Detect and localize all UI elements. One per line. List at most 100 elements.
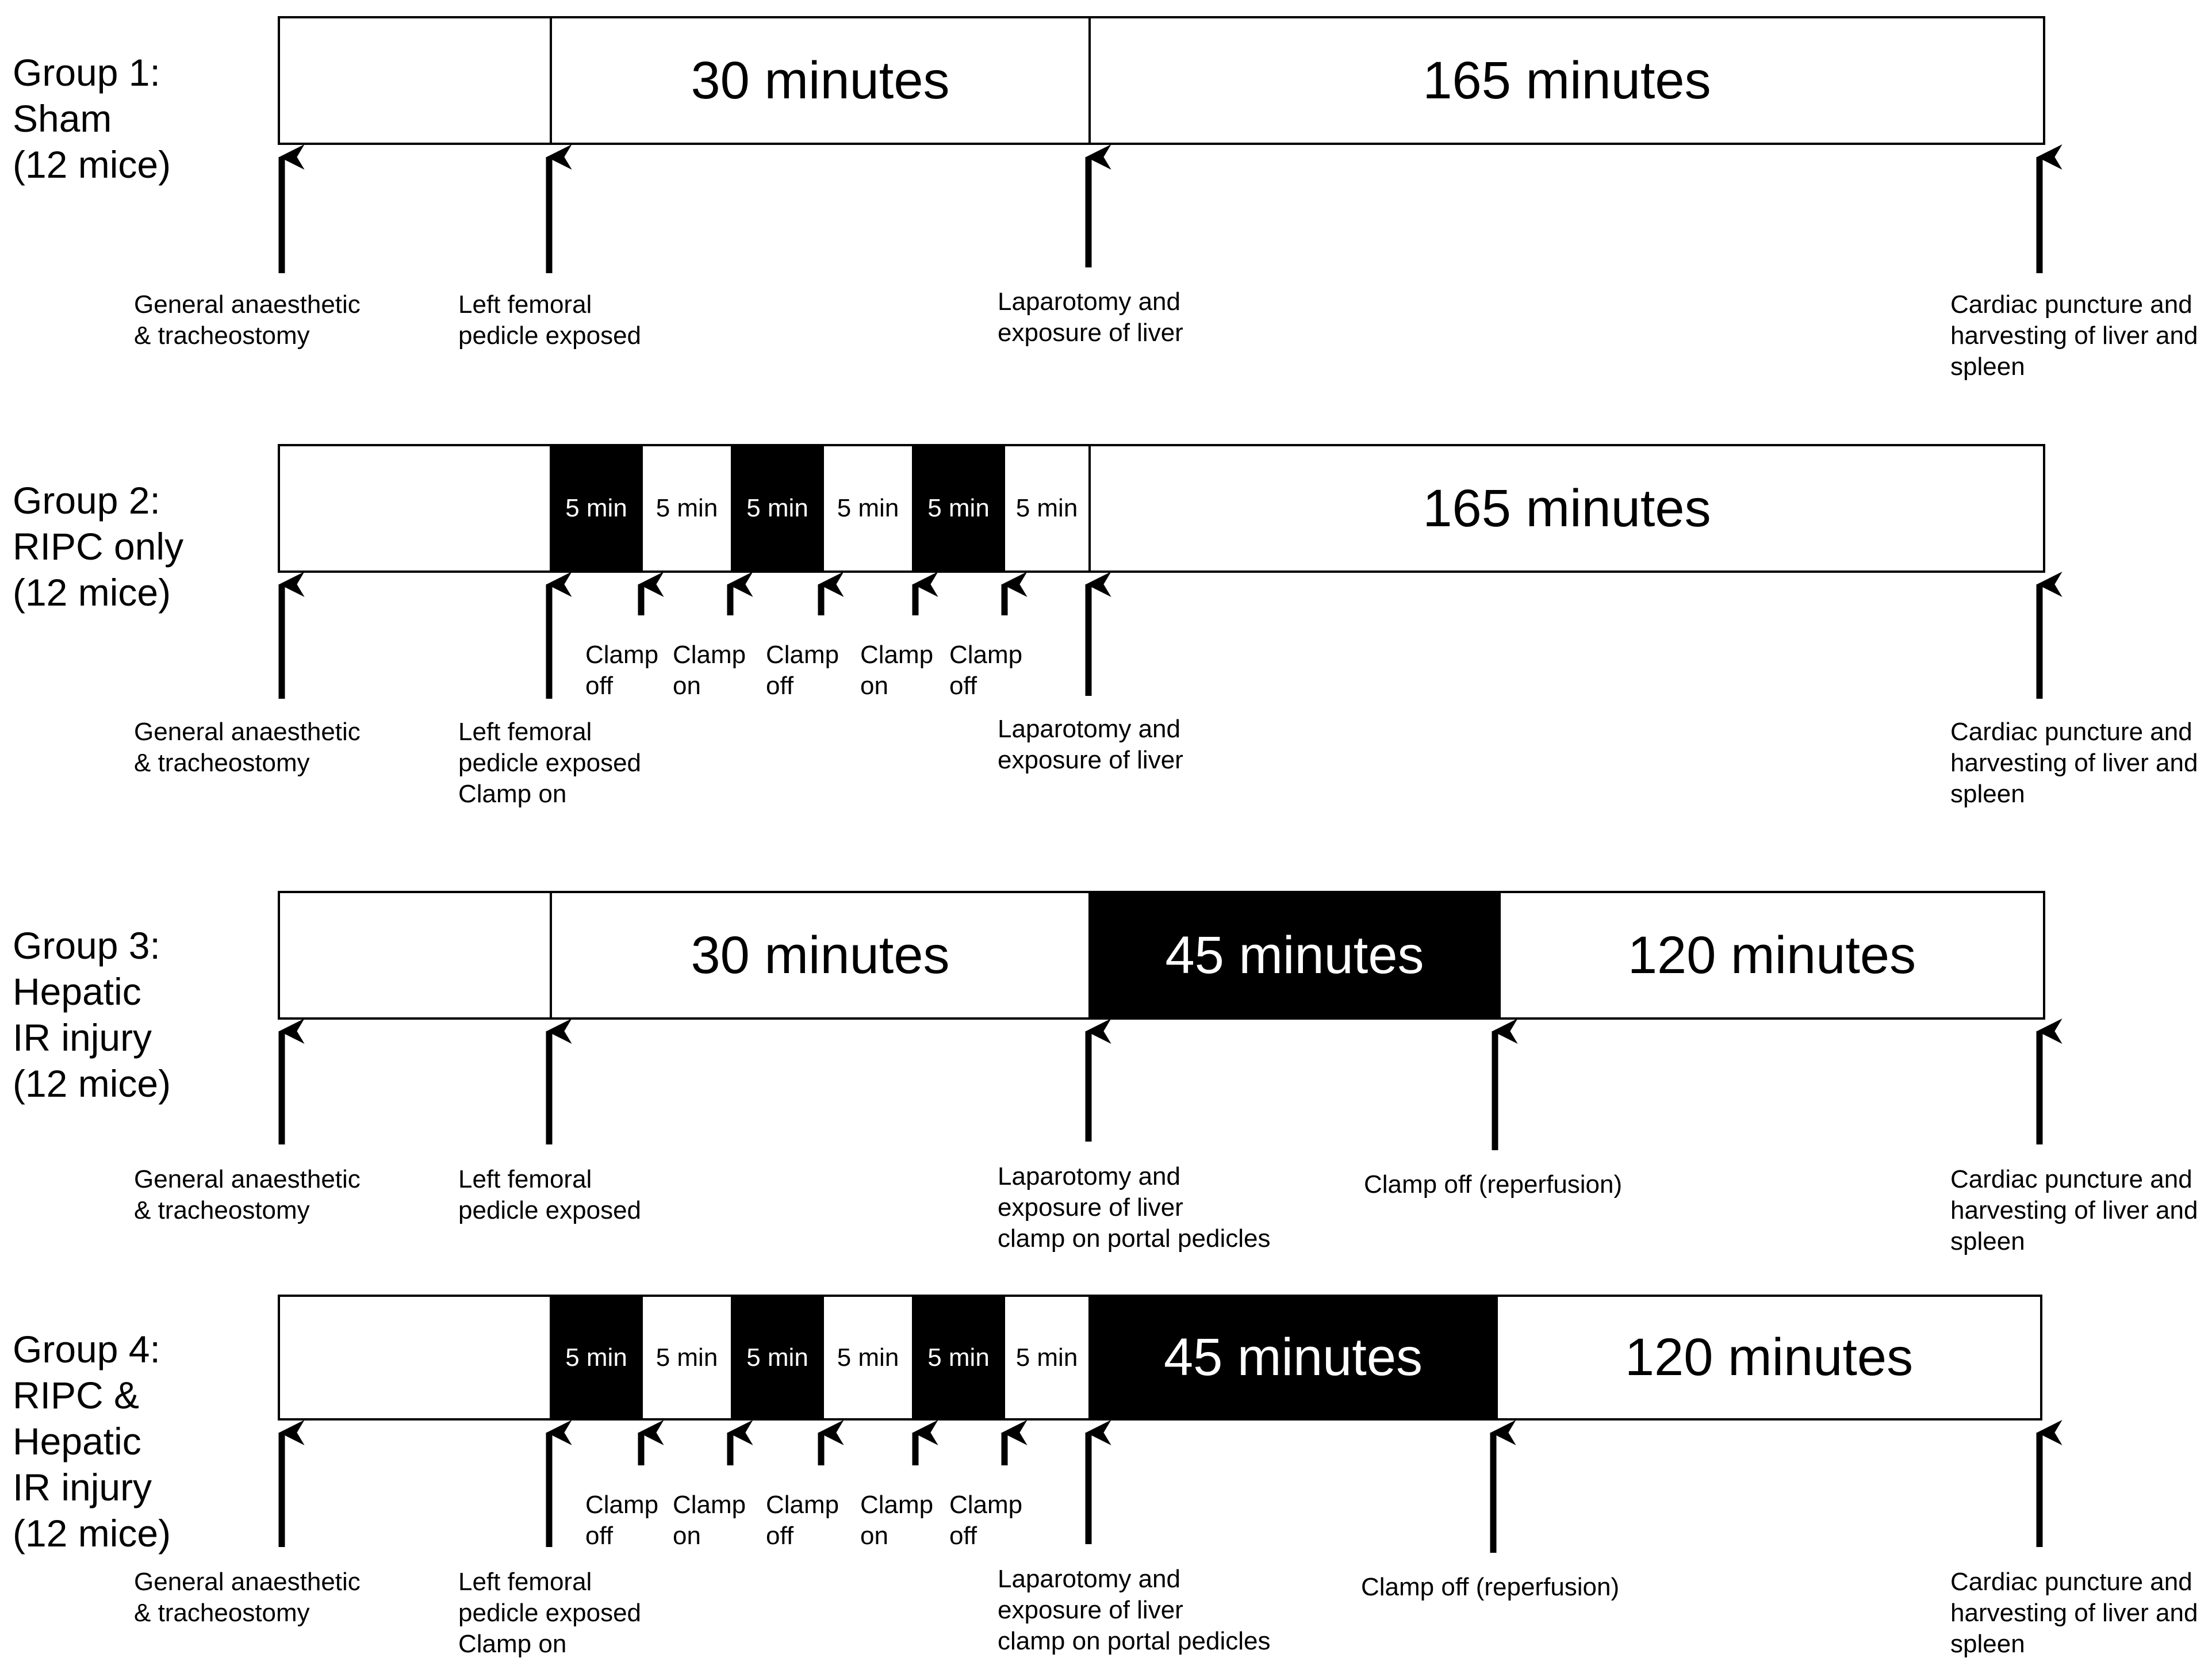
event-label-line: Left femoral: [458, 1165, 592, 1193]
event-label-line: spleen: [1950, 1227, 2025, 1255]
group-label-line: Hepatic: [13, 970, 141, 1013]
event-label-line: Cardiac puncture and: [1950, 718, 2192, 746]
event-label-line: Laparotomy and: [998, 1565, 1180, 1593]
segment-label: 5 min: [565, 1343, 627, 1372]
event-label-line: harvesting of liver and: [1950, 1599, 2198, 1627]
segment-label: 45 minutes: [1163, 1328, 1423, 1387]
event-label-line: General anaesthetic: [134, 290, 361, 319]
segment-label: 120 minutes: [1624, 1328, 1914, 1387]
timeline-segment: 5 min: [913, 445, 1004, 572]
timeline-segment: 120 minutes: [1497, 1296, 2041, 1419]
timeline-segment: 30 minutes: [551, 892, 1090, 1019]
event-label-line: Clamp off (reperfusion): [1361, 1573, 1620, 1601]
timeline-segment: 5 min: [823, 445, 913, 572]
segment-label: 165 minutes: [1423, 478, 1711, 538]
event-label-line: exposure of liver: [998, 319, 1183, 347]
group-2-label: Group 2: RIPC only (12 mice): [13, 477, 183, 615]
group-label-line: Group 3:: [13, 924, 160, 967]
group-4-label: Group 4: RIPC & Hepatic IR injury (12 mi…: [13, 1326, 171, 1556]
event-label-line: harvesting of liver and: [1950, 321, 2198, 350]
clamp-label-line: Clamp: [673, 641, 746, 669]
event-label: General anaesthetic& tracheostomy: [134, 1567, 361, 1629]
clamp-label: Clamp off: [585, 1490, 658, 1552]
event-label-line: exposure of liver: [998, 746, 1183, 774]
event-label: General anaesthetic& tracheostomy: [134, 289, 361, 351]
clamp-label-line: off: [949, 1522, 977, 1550]
event-label-line: Clamp on: [458, 1630, 567, 1658]
event-label: General anaesthetic& tracheostomy: [134, 717, 361, 779]
timeline-box: [278, 444, 2045, 573]
event-label-line: & tracheostomy: [134, 1599, 310, 1627]
group-label-line: Hepatic: [13, 1420, 141, 1462]
group-label-line: IR injury: [13, 1466, 152, 1508]
clamp-label-line: Clamp: [949, 1491, 1023, 1519]
event-label: Clamp off (reperfusion): [1364, 1169, 1622, 1200]
group-1-label: Group 1: Sham (12 mice): [13, 49, 171, 187]
event-label: General anaesthetic& tracheostomy: [134, 1164, 361, 1226]
group-label-line: IR injury: [13, 1016, 152, 1059]
clamp-label: Clamp off: [585, 640, 658, 702]
timeline-segment: 165 minutes: [1090, 445, 2044, 572]
event-label-line: Cardiac puncture and: [1950, 290, 2192, 319]
timeline-segment: [279, 892, 551, 1019]
event-label-line: harvesting of liver and: [1950, 749, 2198, 777]
timeline-segment: 5 min: [551, 1296, 642, 1419]
clamp-label-line: Clamp: [949, 641, 1023, 669]
event-label-line: Laparotomy and: [998, 715, 1180, 743]
clamp-label-line: off: [766, 1522, 794, 1550]
segment-label: 5 min: [746, 1343, 808, 1372]
clamp-label-line: Clamp: [766, 1491, 839, 1519]
timeline-segment: 30 minutes: [551, 17, 1090, 144]
event-label-line: clamp on portal pedicles: [998, 1224, 1271, 1253]
clamp-label-line: Clamp: [860, 1491, 934, 1519]
segment-label: 30 minutes: [691, 51, 950, 110]
clamp-label-line: Clamp: [766, 641, 839, 669]
clamp-label-line: Clamp: [585, 1491, 659, 1519]
event-label-line: & tracheostomy: [134, 749, 310, 777]
event-label-line: Clamp off (reperfusion): [1364, 1170, 1623, 1199]
segment-label: 120 minutes: [1627, 925, 1916, 985]
segment-label: 5 min: [565, 494, 627, 522]
timeline-segment: 120 minutes: [1500, 892, 2044, 1019]
clamp-label-line: on: [673, 672, 701, 700]
event-label-line: harvesting of liver and: [1950, 1196, 2198, 1224]
clamp-label-line: Clamp: [585, 641, 659, 669]
event-label-line: Left femoral: [458, 290, 592, 319]
group-label-line: (12 mice): [13, 1062, 171, 1105]
event-label: Cardiac puncture and harvesting of liver …: [1950, 1164, 2198, 1257]
clamp-label-line: on: [860, 672, 888, 700]
event-label-line: spleen: [1950, 1630, 2025, 1658]
event-label-line: Left femoral: [458, 718, 592, 746]
clamp-label-line: off: [585, 1522, 614, 1550]
timeline-segment: 5 min: [1004, 1296, 1090, 1419]
clamp-label: Clamp off: [766, 1490, 839, 1552]
event-label-line: spleen: [1950, 780, 2025, 808]
segment-label: 5 min: [655, 494, 718, 522]
timeline-segment: 5 min: [642, 1296, 732, 1419]
event-label: Laparotomy and exposure of liver: [998, 714, 1183, 776]
timeline-segment: 45 minutes: [1090, 892, 1500, 1019]
group-3-label: Group 3: Hepatic IR injury (12 mice): [13, 922, 171, 1106]
group-label-line: RIPC only: [13, 525, 184, 568]
segment-label: 5 min: [1015, 1343, 1078, 1372]
clamp-label: Clamp on: [860, 1490, 933, 1552]
event-label-line: Cardiac puncture and: [1950, 1165, 2192, 1193]
clamp-label-line: Clamp: [860, 641, 934, 669]
clamp-label-line: off: [585, 672, 614, 700]
group-label-line: Group 1:: [13, 51, 160, 94]
event-label: Clamp off (reperfusion): [1361, 1572, 1619, 1603]
timeline-segment: 5 min: [732, 1296, 823, 1419]
timeline-segment: [279, 1296, 551, 1419]
timeline-segment: 165 minutes: [1090, 17, 2044, 144]
clamp-label: Clamp on: [673, 640, 746, 702]
clamp-label-line: on: [860, 1522, 888, 1550]
event-label-line: Clamp on: [458, 780, 567, 808]
